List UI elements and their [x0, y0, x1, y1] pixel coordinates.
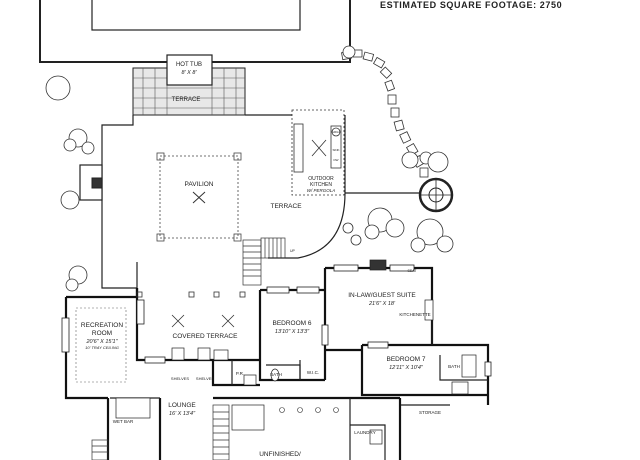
bedroom7-size: 12'11" X 10'4" — [389, 365, 424, 371]
seat-label: SEAT — [408, 269, 418, 273]
ceiling-fan-icon — [192, 191, 206, 204]
pergola-label: W/ PERGOLA — [307, 188, 336, 193]
lounge-label: LOUNGE — [168, 402, 196, 409]
terrace-outline — [101, 114, 420, 289]
ground-floor-walls — [64, 266, 490, 460]
interior-walls — [110, 320, 488, 460]
recreation-room-label: RECREATION — [81, 322, 123, 329]
outdoor-kitchen-label-2: KITCHEN — [310, 182, 332, 188]
grill-label: GRILL — [332, 130, 341, 134]
hot-tub-label: HOT TUB — [176, 62, 202, 68]
wet-bar-label: WET BAR — [113, 419, 134, 424]
square-footage-value: 2750 — [539, 0, 563, 10]
in-law-suite-size: 21'6" X 18' — [368, 301, 396, 307]
square-footage-heading: ESTIMATED SQUARE FOOTAGE: 2750 — [380, 0, 562, 10]
outdoor-kitchen-label: OUTDOOR — [308, 176, 334, 182]
support-columns — [279, 407, 339, 413]
fireplace-icon — [79, 164, 103, 201]
powder-room-label: P.R. — [236, 371, 244, 376]
fixtures — [115, 259, 477, 445]
bedroom6-label: BEDROOM 6 — [272, 320, 311, 327]
windows — [61, 264, 492, 377]
covered-terrace-label: COVERED TERRACE — [173, 333, 239, 340]
recreation-room-note: 10' TRAY CEILING — [85, 345, 119, 350]
interior-stairs — [91, 404, 230, 460]
recreation-room-size: 20'6" X 15'1" — [85, 339, 118, 345]
stairs-up-label: UP — [290, 249, 296, 253]
hot-tub — [166, 54, 213, 86]
outdoor-kitchen-pergola — [291, 109, 345, 196]
wic-label: W.I.C. — [307, 370, 319, 375]
bedroom6-size: 13'10" X 13'3" — [275, 329, 310, 335]
hot-tub-size: 8' X 8' — [182, 70, 198, 76]
recreation-room-label-2: ROOM — [92, 330, 112, 337]
hot-tub-stone-terrace — [132, 54, 246, 116]
bath-label-b: BATH — [448, 364, 460, 369]
dw-label: DW — [334, 158, 339, 162]
square-footage-label: ESTIMATED SQUARE FOOTAGE: — [380, 0, 537, 10]
lounge-size: 16' X 13'4" — [169, 411, 196, 417]
bath-label-a: BATH — [270, 372, 282, 377]
storage-label: STORAGE — [419, 410, 441, 415]
bedroom7-label: BEDROOM 7 — [386, 356, 425, 363]
round-table-icon — [418, 177, 454, 213]
pavilion-label: PAVILION — [184, 181, 213, 188]
unfinished-label: UNFINISHED/ — [259, 451, 301, 458]
upper-terrace-label: TERRACE — [172, 97, 201, 103]
shelves-label-a: SHELVES — [171, 376, 189, 381]
main-house-upper-level — [39, 0, 351, 63]
shelves-label-b: SHELVES — [196, 376, 214, 381]
exterior-stairs — [242, 237, 286, 286]
covered-terrace-elements — [136, 291, 246, 328]
terrace-label: TERRACE — [270, 203, 302, 210]
sink-label: SINK — [332, 148, 339, 152]
in-law-suite-label: IN-LAW/GUEST SUITE — [348, 292, 416, 299]
kitchenette-label: KITCHENETTE — [399, 312, 430, 317]
landscape-trees — [45, 45, 454, 292]
tray-ceiling — [75, 307, 127, 383]
pavilion — [156, 152, 242, 242]
laundry-label: LAUNDRY — [354, 430, 375, 435]
